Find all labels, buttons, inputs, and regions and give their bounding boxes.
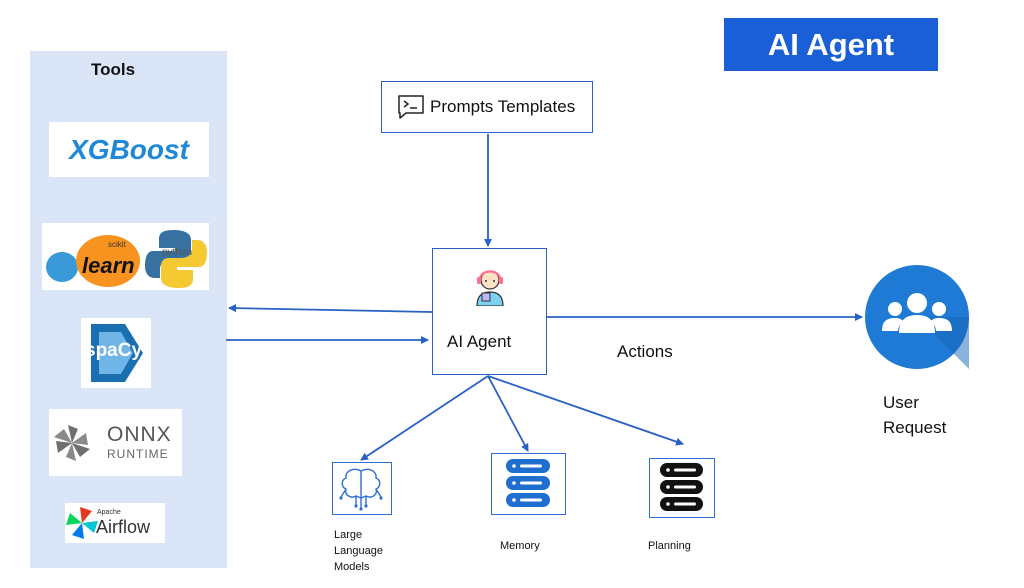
sklearn-python-graphic bbox=[46, 230, 207, 288]
memory-label: Memory bbox=[500, 540, 540, 552]
arrow-agent-to-llm bbox=[360, 375, 489, 461]
brain-circuit-icon bbox=[339, 468, 383, 511]
onnx-pinwheel-icon bbox=[54, 425, 90, 461]
terminal-prompt-icon bbox=[398, 95, 424, 119]
onnx-logo: ONNX RUNTIME bbox=[49, 409, 182, 476]
llm-label-line1: Large bbox=[334, 529, 363, 541]
arrow-agent-to-planning bbox=[487, 375, 684, 446]
airflow-logo: Apache Airflow bbox=[65, 503, 165, 543]
planning-database-icon bbox=[660, 463, 703, 511]
planning-icon-box bbox=[649, 458, 715, 518]
python-text: python bbox=[162, 247, 193, 258]
llm-label-line3: Models bbox=[334, 561, 370, 573]
llm-label: Large Language Models bbox=[334, 527, 383, 575]
ai-agent-badge: AI Agent bbox=[724, 18, 938, 71]
memory-icon-box bbox=[491, 453, 566, 515]
onnx-runtime-text: RUNTIME bbox=[107, 447, 169, 461]
xgboost-logo: XGBoost bbox=[49, 122, 209, 177]
planning-label: Planning bbox=[648, 540, 691, 552]
airflow-text: Airflow bbox=[96, 517, 151, 537]
arrow-agent-to-tools bbox=[228, 304, 433, 313]
user-request-line1: User bbox=[883, 393, 919, 412]
user-request-label: User Request bbox=[883, 390, 946, 440]
tools-title: Tools bbox=[90, 60, 136, 79]
sklearn-python-logo: scikit learn python bbox=[42, 223, 209, 290]
sklearn-small-text: scikit bbox=[108, 240, 126, 249]
agent-operator-icon bbox=[476, 270, 504, 306]
ai-agent-box bbox=[432, 248, 547, 375]
llm-label-line2: Language bbox=[334, 545, 383, 557]
spacy-graphic bbox=[91, 324, 143, 382]
llm-icon-box bbox=[332, 462, 392, 515]
xgboost-logo-text: XGBoost bbox=[69, 134, 189, 165]
spacy-logo: spaCy bbox=[81, 318, 151, 388]
onnx-text: ONNX bbox=[107, 423, 172, 446]
memory-database-icon bbox=[506, 459, 550, 507]
spacy-text: spaCy bbox=[85, 340, 143, 361]
sklearn-text: learn bbox=[82, 253, 135, 278]
actions-label: Actions bbox=[617, 342, 673, 361]
ai-agent-label: AI Agent bbox=[447, 332, 512, 351]
user-request-line2: Request bbox=[883, 418, 947, 437]
arrow-agent-to-memory bbox=[487, 375, 529, 452]
user-group-icon bbox=[865, 265, 969, 369]
prompts-templates-box: Prompts Templates bbox=[381, 81, 593, 133]
airflow-small-text: Apache bbox=[97, 509, 121, 516]
prompts-templates-label: Prompts Templates bbox=[430, 97, 576, 116]
airflow-pinwheel-icon bbox=[66, 507, 98, 539]
